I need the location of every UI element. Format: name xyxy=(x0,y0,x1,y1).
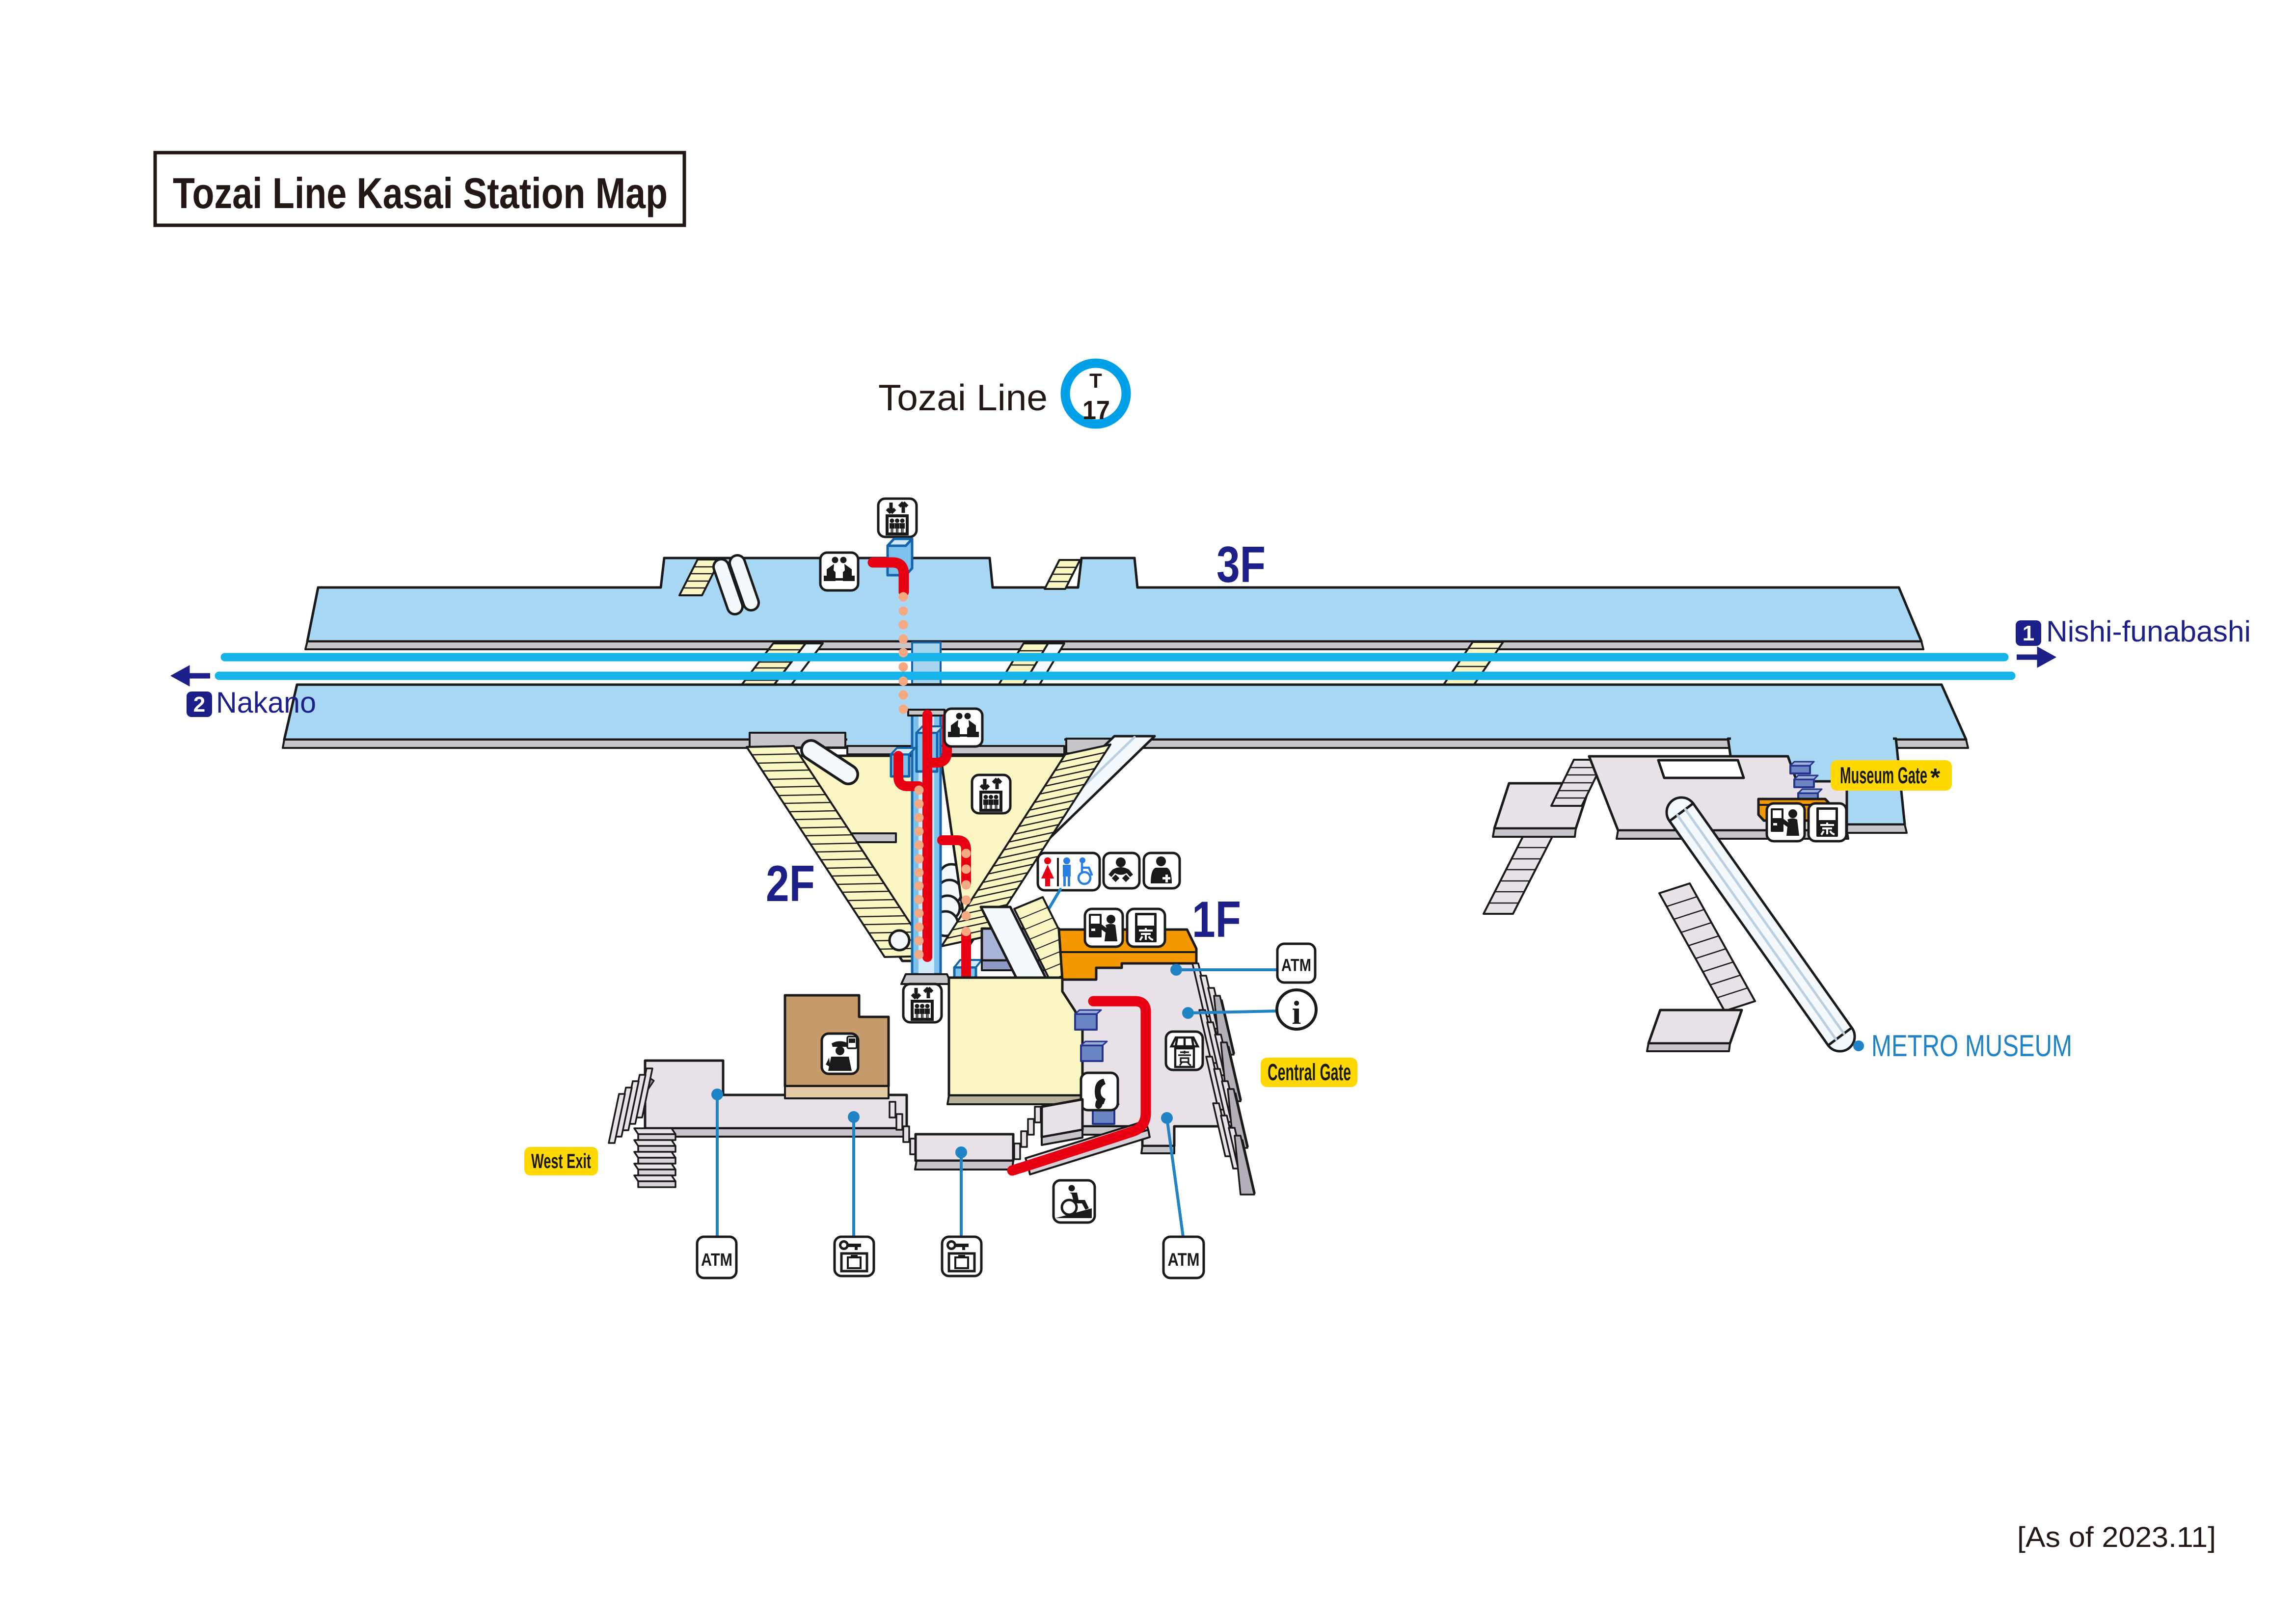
svg-text:ATM: ATM xyxy=(1281,956,1311,975)
svg-text:2F: 2F xyxy=(766,855,815,912)
svg-text:Central Gate: Central Gate xyxy=(1268,1060,1351,1086)
svg-text:*: * xyxy=(1930,764,1941,792)
svg-text:i: i xyxy=(1292,994,1301,1031)
svg-text:ATM: ATM xyxy=(701,1250,732,1270)
svg-text:[As of 2023.11]: [As of 2023.11] xyxy=(2017,1521,2216,1553)
svg-text:ATM: ATM xyxy=(1168,1250,1200,1270)
svg-text:T: T xyxy=(1089,369,1102,392)
svg-text:1: 1 xyxy=(2023,621,2034,645)
svg-text:Museum Gate: Museum Gate xyxy=(1840,762,1927,788)
svg-text:2: 2 xyxy=(193,692,205,717)
svg-text:1F: 1F xyxy=(1192,891,1241,948)
svg-text:West Exit: West Exit xyxy=(531,1149,591,1172)
svg-text:Nakano: Nakano xyxy=(216,686,316,719)
svg-text:Tozai Line: Tozai Line xyxy=(878,377,1048,418)
svg-text:Nishi-funabashi: Nishi-funabashi xyxy=(2046,615,2251,648)
svg-text:3F: 3F xyxy=(1216,536,1266,593)
svg-text:Tozai Line Kasai Station Map: Tozai Line Kasai Station Map xyxy=(173,169,668,217)
svg-text:METRO MUSEUM: METRO MUSEUM xyxy=(1871,1029,2072,1063)
svg-text:17: 17 xyxy=(1082,396,1110,425)
